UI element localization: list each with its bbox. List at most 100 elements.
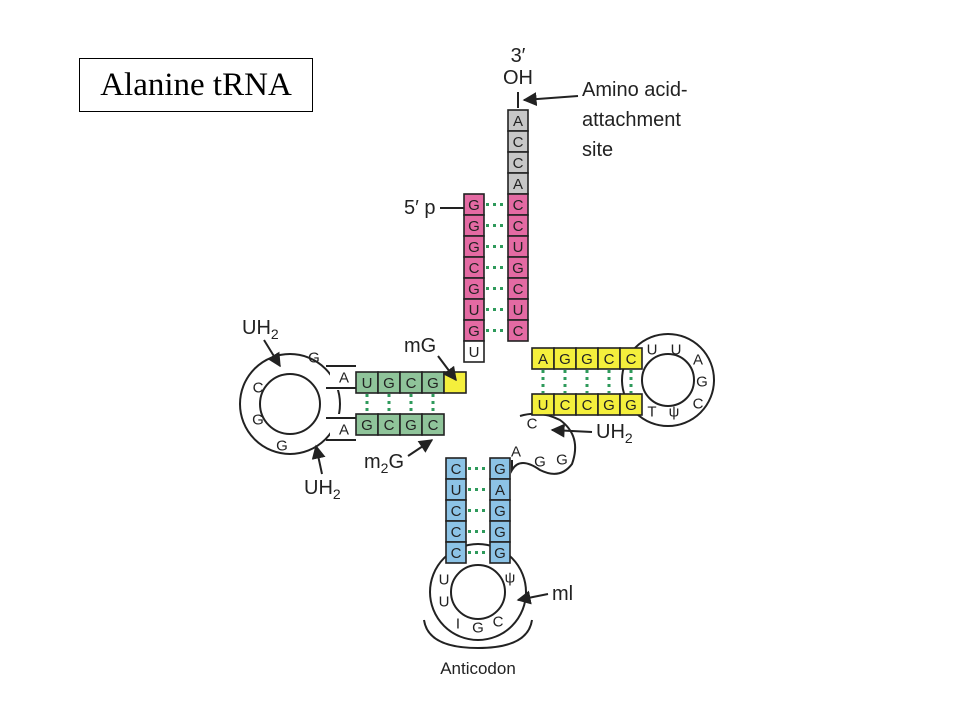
svg-text:U: U [451,482,462,499]
svg-text:G: G [468,197,480,214]
acceptor-right-base: U [507,298,529,321]
variable-loop-base: A [511,444,521,461]
acceptor-right-base: C [507,277,529,300]
anticodon-loop-base: G [472,620,484,637]
svg-text:C: C [582,397,593,414]
variable-loop-base: C [527,416,538,433]
t-stem-bottom-base: C [575,393,599,416]
svg-text:G: G [468,239,480,256]
t-stem-top-base: G [575,347,599,370]
svg-text:G: G [468,323,480,340]
uh2-label-bottom: UH2 [304,477,341,502]
acceptor-left-base: G [463,319,485,342]
d-loop-base: A [339,370,349,387]
anticodon-loop-base: C [493,614,504,631]
svg-text:U: U [469,344,480,361]
mg-label: mG [404,335,436,357]
three-prime-label: 3′ [511,45,526,67]
svg-text:U: U [538,397,549,414]
amino-acid-label-line3: site [582,139,613,161]
anticodon-right-base: G [489,499,511,522]
labels: 3′ OH Amino acid- attachment site 5′ p m… [242,45,688,678]
t-loop-base: C [693,396,704,413]
acceptor-right-base: U [507,235,529,258]
svg-text:C: C [428,417,439,434]
acceptor-right-base: C [507,319,529,342]
acceptor-end-base: A [507,109,529,132]
svg-text:A: A [513,176,523,193]
svg-text:U: U [513,239,524,256]
anticodon-left-base: C [445,499,467,522]
svg-text:C: C [513,134,524,151]
d-loop-base: G [252,412,264,429]
svg-text:C: C [626,351,637,368]
svg-text:G: G [494,524,506,541]
t-stem-bottom-base: G [597,393,621,416]
anticodon-loop-base: U [439,572,450,589]
svg-text:C: C [451,503,462,520]
t-loop [621,333,715,427]
svg-text:G: G [494,461,506,478]
svg-text:G: G [468,218,480,235]
acceptor-right-base: C [507,214,529,237]
svg-text:G: G [494,545,506,562]
acceptor-left-base: G [463,235,485,258]
t-loop-base: ψ [669,404,680,421]
svg-text:G: G [361,417,373,434]
acceptor-left-base: G [463,277,485,300]
acceptor-end-base: C [507,151,529,174]
anticodon-loop-base: ψ [505,570,516,587]
d-stem-top-base: C [399,371,423,394]
anticodon-right-base: G [489,520,511,543]
svg-text:C: C [513,218,524,235]
t-stem-top-base: C [597,347,621,370]
acceptor-right-base: C [507,193,529,216]
svg-text:C: C [513,323,524,340]
acceptor-left-base: U [463,298,485,321]
acceptor-left-base: C [463,256,485,279]
svg-text:A: A [538,351,548,368]
svg-text:C: C [451,461,462,478]
svg-text:C: C [513,155,524,172]
t-stem-bottom-base: G [619,393,643,416]
t-loop-base: U [671,342,682,359]
svg-text:G: G [383,375,395,392]
acceptor-end-base: A [507,172,529,195]
svg-text:G: G [405,417,417,434]
d-stem-bottom-base: C [421,413,445,436]
five-prime-label: 5′ p [404,197,436,219]
anticodon-left-base: C [445,520,467,543]
d-loop-base: G [308,350,320,367]
t-loop-base: T [647,404,656,421]
anticodon-right-base: G [489,541,511,564]
variable-loop-base: G [534,454,546,471]
page-title: Alanine tRNA [79,58,313,112]
svg-text:G: G [603,397,615,414]
svg-text:C: C [384,417,395,434]
d-loop-base: G [276,438,288,455]
d-stem-bottom-base: G [355,413,379,436]
svg-text:A: A [513,113,523,130]
svg-text:C: C [406,375,417,392]
t-stem-bottom-base: C [553,393,577,416]
svg-text:G: G [559,351,571,368]
oh-label: OH [503,67,533,89]
t-loop-base: G [696,374,708,391]
t-stem-bottom-base: U [531,393,555,416]
svg-text:G: G [625,397,637,414]
d-stem-bottom-base: G [399,413,423,436]
t-loop-base: A [693,352,703,369]
d-stem-bottom-base: C [377,413,401,436]
acceptor-left-base: G [463,193,485,216]
anticodon-left-base: U [445,478,467,501]
anticodon-loop-base: U [439,594,450,611]
d-stem-top-base: G [377,371,401,394]
svg-text:U: U [362,375,373,392]
m2g-label: m2G [364,451,404,476]
svg-text:C: C [451,524,462,541]
svg-text:C: C [604,351,615,368]
anticodon-left-base: C [445,457,467,480]
anticodon-loop [429,543,527,641]
svg-text:A: A [495,482,505,499]
